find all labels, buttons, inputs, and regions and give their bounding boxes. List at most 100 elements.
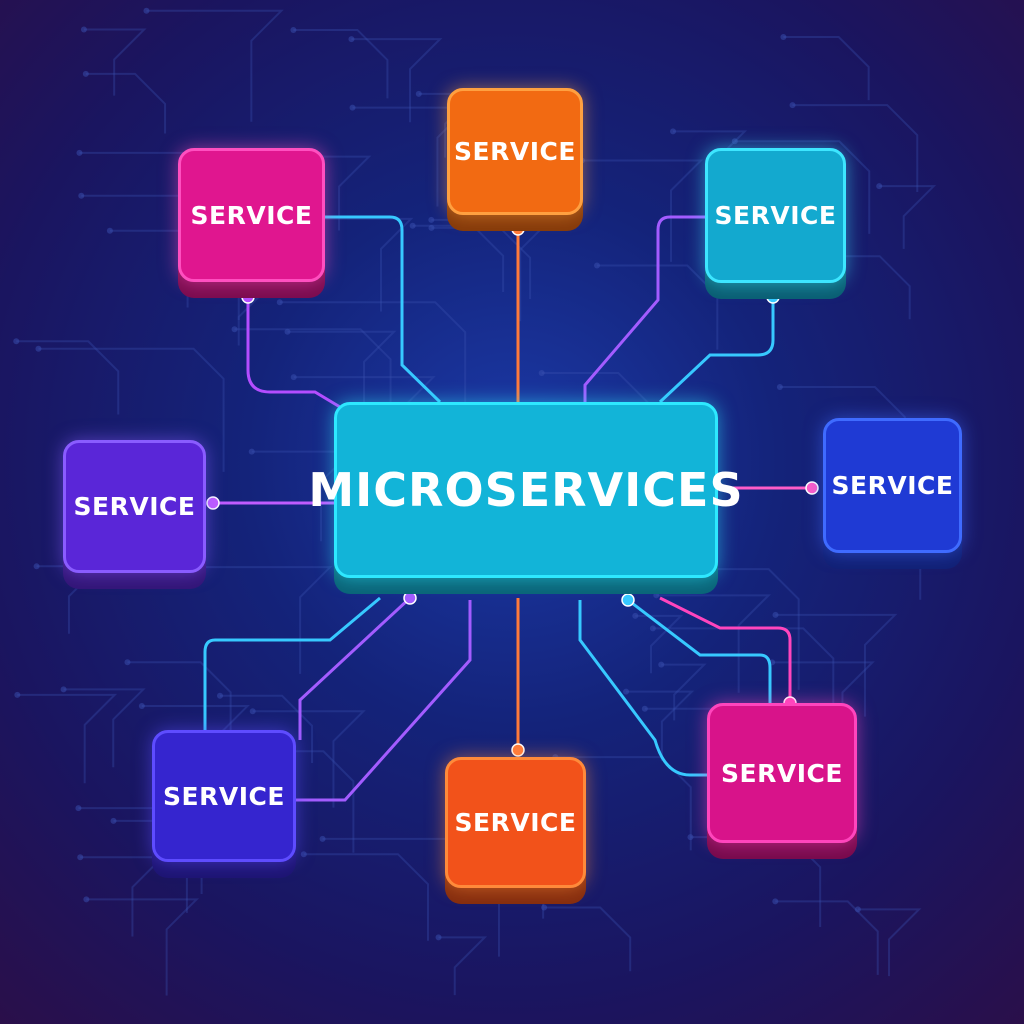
circuit-dot xyxy=(428,224,435,231)
connector-dot xyxy=(805,481,819,495)
circuit-trace xyxy=(293,28,389,99)
circuit-dot xyxy=(80,26,87,33)
circuit-trace xyxy=(438,936,488,996)
circuit-trace xyxy=(287,330,397,426)
connector-line xyxy=(203,596,381,730)
circuit-trace xyxy=(219,694,314,763)
circuit-dot xyxy=(772,611,779,618)
circuit-trace xyxy=(16,340,120,415)
circuit-dot xyxy=(319,835,326,842)
service-node-top-right: SERVICE xyxy=(705,148,846,283)
connector-line xyxy=(583,215,705,402)
circuit-dot xyxy=(776,384,783,391)
circuit-dot xyxy=(649,625,656,632)
circuit-trace xyxy=(146,9,284,122)
center-node-label: MICROSERVICES xyxy=(308,463,744,517)
connector-dot xyxy=(621,593,635,607)
circuit-trace xyxy=(303,853,429,941)
service-node-top-label: SERVICE xyxy=(454,137,576,166)
circuit-dot xyxy=(143,7,150,14)
connector-line xyxy=(627,598,772,703)
service-node-top-left-label: SERVICE xyxy=(190,200,313,230)
circuit-dot xyxy=(216,692,223,699)
service-node-bottom-left: SERVICE xyxy=(152,730,296,862)
circuit-dot xyxy=(78,192,85,199)
circuit-dot xyxy=(106,227,113,234)
circuit-dot xyxy=(249,708,256,715)
circuit-dot xyxy=(623,688,630,695)
circuit-trace xyxy=(202,566,333,674)
circuit-trace xyxy=(775,900,879,975)
circuit-trace xyxy=(86,898,200,996)
circuit-trace xyxy=(879,185,937,249)
circuit-trace xyxy=(252,710,366,808)
circuit-trace xyxy=(431,226,532,300)
circuit-trace xyxy=(775,613,898,717)
circuit-dot xyxy=(75,805,82,812)
circuit-trace xyxy=(824,255,911,320)
circuit-dot xyxy=(231,326,238,333)
circuit-trace xyxy=(792,104,919,192)
circuit-trace xyxy=(597,264,719,350)
service-node-right-label: SERVICE xyxy=(831,471,954,500)
circuit-dot xyxy=(789,102,796,109)
service-node-top-left: SERVICE xyxy=(178,148,325,282)
circuit-dot xyxy=(409,222,416,229)
circuit-dot xyxy=(35,345,42,352)
circuit-trace xyxy=(431,218,553,322)
service-node-left: SERVICE xyxy=(63,440,206,573)
circuit-dot xyxy=(13,338,20,345)
center-node: MICROSERVICES xyxy=(308,402,743,578)
circuit-dot xyxy=(428,216,435,223)
circuit-dot xyxy=(284,328,291,335)
circuit-dot xyxy=(83,896,90,903)
circuit-dot xyxy=(772,898,779,905)
circuit-dot xyxy=(641,705,648,712)
service-node-bottom-label: SERVICE xyxy=(454,808,577,837)
circuit-trace xyxy=(295,155,372,231)
circuit-dot xyxy=(594,262,601,269)
circuit-dot xyxy=(658,661,665,668)
service-node-right: SERVICE xyxy=(823,418,962,553)
circuit-dot xyxy=(854,906,861,913)
circuit-dot xyxy=(780,33,787,40)
circuit-dot xyxy=(138,703,145,710)
circuit-dot xyxy=(290,374,297,381)
circuit-dot xyxy=(541,904,548,911)
circuit-trace xyxy=(857,908,922,977)
connector-line xyxy=(246,297,346,412)
circuit-trace xyxy=(127,661,232,737)
connector-line xyxy=(658,297,775,404)
circuit-trace xyxy=(544,906,632,972)
circuit-dot xyxy=(687,834,694,841)
circuit-trace xyxy=(279,301,467,426)
connector-dot xyxy=(511,743,525,757)
circuit-trace xyxy=(412,224,505,293)
circuit-trace xyxy=(306,217,414,312)
circuit-trace xyxy=(80,856,165,937)
service-node-bottom-right: SERVICE xyxy=(707,703,857,843)
connector-line xyxy=(325,215,442,404)
circuit-trace xyxy=(656,594,772,693)
circuit-dot xyxy=(60,686,67,693)
circuit-trace xyxy=(661,663,707,721)
circuit-trace xyxy=(626,690,695,762)
circuit-dot xyxy=(276,299,283,306)
circuit-trace xyxy=(734,140,871,234)
circuit-dot xyxy=(435,934,442,941)
connector-dot xyxy=(206,496,220,510)
circuit-trace xyxy=(38,347,225,472)
circuit-dot xyxy=(349,104,356,111)
service-node-top: SERVICE xyxy=(447,88,583,215)
service-node-bottom: SERVICE xyxy=(445,757,586,888)
circuit-dot xyxy=(33,563,40,570)
circuit-dot xyxy=(248,448,255,455)
service-node-top-right-label: SERVICE xyxy=(714,201,837,230)
circuit-dot xyxy=(124,659,131,666)
circuit-dot xyxy=(538,369,545,376)
circuit-dot xyxy=(14,691,21,698)
circuit-dot xyxy=(670,128,677,135)
circuit-dot xyxy=(110,817,117,824)
circuit-dot xyxy=(415,90,422,97)
